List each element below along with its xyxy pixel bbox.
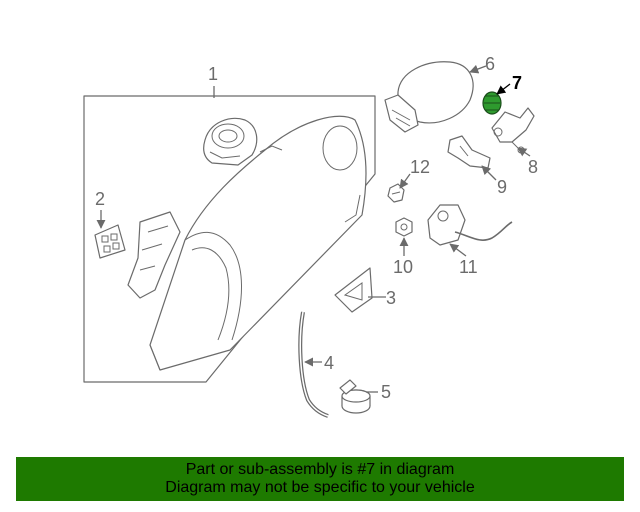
part-3-gusset: [334, 267, 373, 313]
parts-diagram: 1 2 3 4 5 6 7 8 9 10 11 12: [83, 54, 538, 418]
fuel-filler-housing: [203, 117, 258, 166]
part-4-seal-strip: [298, 311, 329, 418]
callout-6: 6: [485, 54, 495, 74]
callout-11: 11: [459, 257, 478, 277]
part-10-nut: [395, 217, 413, 237]
callout-4: 4: [324, 353, 334, 373]
part-7-grommet: [482, 91, 502, 115]
callout-12: 12: [410, 157, 430, 177]
callout-2: 2: [95, 189, 105, 209]
info-banner: Part or sub-assembly is #7 in diagram Di…: [16, 457, 624, 501]
part-5-fuel-cap: [339, 379, 371, 414]
callout-1: 1: [208, 64, 218, 84]
callout-5: 5: [381, 382, 391, 402]
banner-line-1: Part or sub-assembly is #7 in diagram: [185, 461, 455, 478]
part-2-bracket: [94, 211, 181, 299]
callout-9: 9: [497, 177, 507, 197]
part-1-quarter-panel: [83, 95, 376, 383]
part-9-latch: [447, 135, 491, 169]
callout-10: 10: [393, 257, 413, 277]
part-11-release-cable: [427, 204, 513, 246]
part-6-fuel-door: [384, 61, 474, 133]
part-8-actuator: [491, 107, 535, 154]
callout-7: 7: [512, 73, 522, 93]
callout-3: 3: [386, 288, 396, 308]
callout-8: 8: [528, 157, 538, 177]
banner-line-2: Diagram may not be specific to your vehi…: [165, 479, 475, 496]
